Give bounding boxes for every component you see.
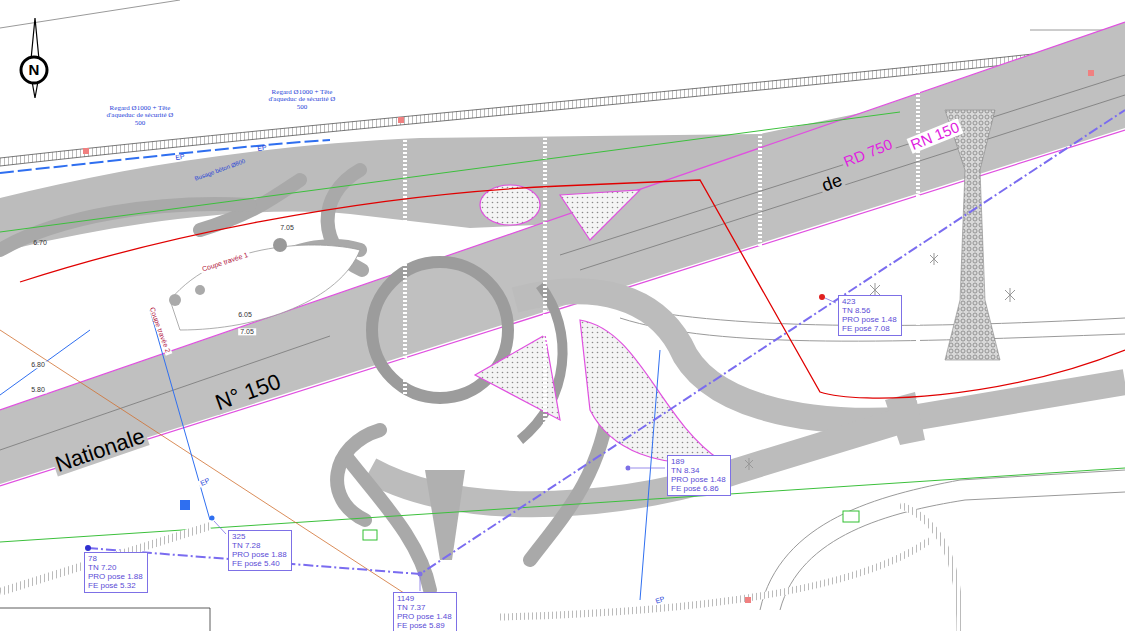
map-label: 6.70	[33, 239, 47, 246]
road-edge	[0, 130, 1125, 486]
lane-line	[580, 95, 1125, 270]
tree-symbol	[273, 238, 287, 252]
building-outline	[0, 608, 210, 631]
shrubs	[745, 253, 1015, 470]
existing-line	[0, 0, 180, 28]
green-box	[363, 530, 377, 540]
callout-text: 78	[88, 554, 144, 563]
callout-text: PRO pose 1.88	[88, 572, 144, 581]
pipe-line	[640, 350, 660, 600]
shrub-symbol	[1005, 288, 1015, 302]
existing-lines	[0, 0, 1125, 610]
map-label: 6.80	[29, 361, 47, 368]
lane-lines	[0, 75, 1125, 450]
map-label: EP	[257, 144, 267, 153]
boundary-line	[20, 180, 1125, 398]
survey-point	[626, 466, 631, 471]
north-circle	[21, 57, 47, 83]
callout-text: TN 8.34	[671, 466, 727, 475]
leader-line	[214, 521, 226, 534]
survey-point	[418, 572, 423, 577]
ep-pipe	[0, 140, 330, 173]
map-label: N	[29, 62, 40, 78]
callout-text: 423	[842, 297, 898, 306]
callout-text: FE posé 5.40	[232, 559, 288, 568]
map-label: 7.05	[278, 224, 296, 231]
ramp-loops	[0, 170, 610, 590]
callout-text: FE posé 5.32	[88, 581, 144, 590]
stone-pillar	[945, 110, 1000, 360]
pipe-lines	[0, 310, 660, 600]
highway	[0, 22, 1125, 484]
callout-text: TN 7.28	[232, 541, 288, 550]
callout-text: FE posé 7.08	[842, 324, 898, 333]
callout-text: PRO pose 1.48	[671, 475, 727, 484]
network-line	[0, 112, 900, 232]
existing-line	[780, 492, 1125, 610]
callout-text: TN 7.37	[397, 603, 453, 612]
shrub-symbol	[930, 253, 938, 265]
map-label: Regard Ø1000 + Tête d'aqueduc de sécurit…	[268, 89, 336, 111]
callout-text: TN 7.20	[88, 563, 144, 572]
map-label: 6.05	[236, 311, 254, 318]
network-line	[0, 330, 430, 610]
callout-text: PRO pose 1.88	[232, 550, 288, 559]
platform	[170, 245, 360, 330]
survey-point	[819, 294, 825, 300]
network-line	[88, 110, 1125, 574]
elevation-callout: 78TN 7.20PRO pose 1.88FE posé 5.32	[84, 552, 148, 593]
elevation-callout: 325TN 7.28PRO pose 1.88FE posé 5.40	[228, 530, 292, 571]
callout-text: FE posé 5.89	[397, 621, 453, 630]
green-box	[843, 511, 859, 522]
map-label: Coupe travée 2	[148, 304, 173, 355]
elevation-callout: 423TN 8.56PRO pose 1.48FE posé 7.08	[838, 295, 902, 336]
section-mark	[543, 138, 547, 470]
section-mark	[403, 140, 407, 470]
wall	[500, 540, 930, 617]
callout-text: 325	[232, 532, 288, 541]
post	[83, 148, 89, 154]
traffic-island	[560, 190, 640, 240]
survey-point	[210, 516, 215, 521]
post	[398, 117, 404, 123]
pipe-line	[0, 330, 90, 395]
callout-text: PRO pose 1.48	[397, 612, 453, 621]
leader-line	[631, 468, 665, 469]
map-label: 7.05	[238, 328, 256, 335]
map-label: EP	[197, 476, 212, 488]
section-mark	[758, 100, 762, 330]
wall	[900, 505, 960, 631]
shrub-symbol	[745, 458, 753, 470]
callout-text: TN 8.56	[842, 306, 898, 315]
callout-text: PRO pose 1.48	[842, 315, 898, 324]
map-label: EP	[652, 594, 667, 605]
post	[745, 597, 751, 603]
callout-text: 1149	[397, 594, 453, 603]
elevation-callout: 1149TN 7.37PRO pose 1.48FE posé 5.89	[393, 592, 457, 631]
elevation-callout: 189TN 8.34PRO pose 1.48FE posé 6.86	[667, 455, 731, 496]
pipe-line	[150, 310, 210, 520]
tree-symbol	[169, 294, 181, 306]
south-arm	[425, 470, 465, 560]
post	[1088, 70, 1094, 76]
map-label: EP	[175, 153, 185, 162]
section-marks	[405, 55, 918, 470]
callout-text: FE posé 6.86	[671, 484, 727, 493]
leader-line	[420, 577, 421, 591]
section-mark	[916, 55, 920, 400]
traffic-island	[475, 335, 560, 420]
survey-point	[85, 545, 91, 551]
tree-symbol	[195, 285, 205, 295]
map-label: Regard Ø1000 + Tête d'aqueduc de sécurit…	[106, 105, 174, 127]
wall	[0, 526, 210, 592]
map-label: 5.80	[29, 386, 47, 393]
markers	[83, 70, 1094, 603]
callout-text: 189	[671, 457, 727, 466]
manhole	[180, 500, 190, 510]
leader-line	[825, 298, 836, 303]
